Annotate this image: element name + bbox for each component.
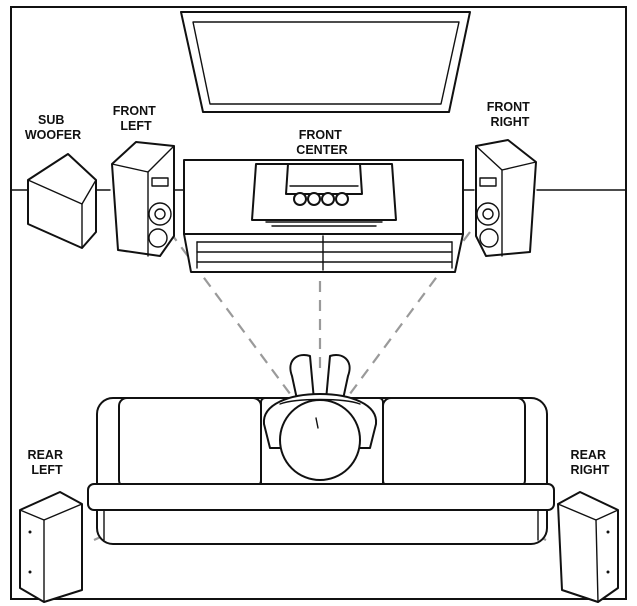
front-center-speaker <box>251 163 397 227</box>
subwoofer-label: SUB WOOFER <box>25 113 81 142</box>
front-right-label: FRONT RIGHT <box>487 100 534 129</box>
front-left-label: FRONT LEFT <box>113 104 160 133</box>
front-right-speaker <box>475 139 537 257</box>
rear-left-label: REAR LEFT <box>28 448 67 477</box>
rear-left-speaker <box>19 491 83 603</box>
rear-right-speaker <box>557 491 619 603</box>
listener <box>262 354 378 481</box>
tv <box>180 11 471 113</box>
front-center-label: FRONT CENTER <box>296 128 347 157</box>
rear-right-label: REAR RIGHT <box>571 448 610 477</box>
subwoofer <box>27 153 97 249</box>
front-left-speaker <box>111 141 175 257</box>
